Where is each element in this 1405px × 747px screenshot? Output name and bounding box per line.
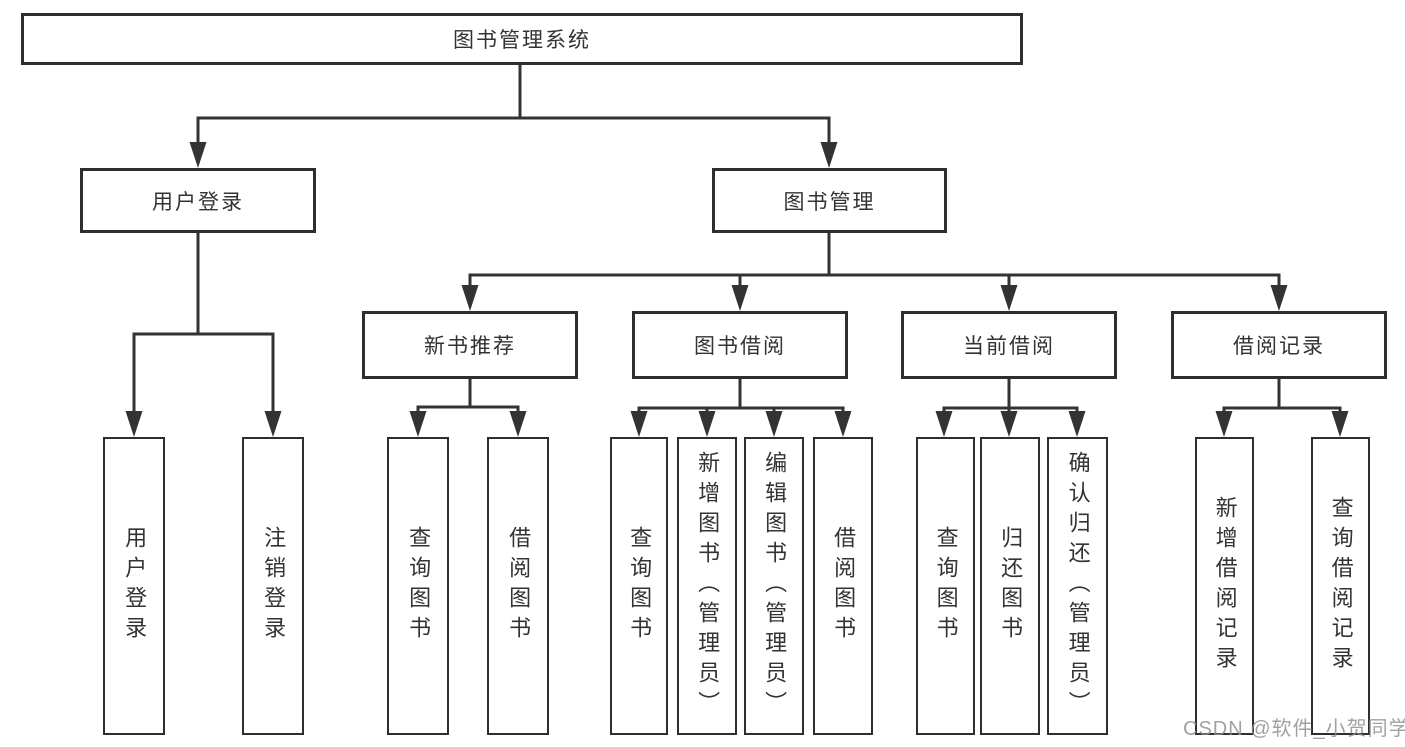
node-book-borrowing: 图书借阅 bbox=[632, 311, 848, 379]
node-label-user-login: 用户登录 bbox=[152, 190, 244, 214]
node-label-leaf-query-borrow-record: 查询借阅记录 bbox=[1328, 496, 1354, 676]
node-current-borrowing: 当前借阅 bbox=[901, 311, 1117, 379]
node-label-root: 图书管理系统 bbox=[453, 29, 591, 52]
arrowhead-icon bbox=[935, 411, 953, 437]
arrowhead-icon bbox=[189, 142, 207, 168]
arrowhead-icon bbox=[409, 411, 427, 437]
arrowhead-icon bbox=[1331, 411, 1349, 437]
arrowhead-icon bbox=[731, 285, 749, 311]
node-leaf-borrow-books-borrowing: 借阅图书 bbox=[813, 437, 873, 735]
arrowhead-icon bbox=[630, 411, 648, 437]
node-label-leaf-borrow-books-recommend: 借阅图书 bbox=[506, 526, 532, 646]
node-label-book-borrowing: 图书借阅 bbox=[694, 335, 786, 358]
node-new-book-recommend: 新书推荐 bbox=[362, 311, 578, 379]
node-label-leaf-add-borrow-record: 新增借阅记录 bbox=[1212, 496, 1238, 676]
node-leaf-query-books-current: 查询图书 bbox=[916, 437, 975, 735]
node-label-borrowing-records: 借阅记录 bbox=[1233, 335, 1325, 358]
node-label-new-book-recommend: 新书推荐 bbox=[424, 335, 516, 358]
arrowhead-icon bbox=[1270, 285, 1288, 311]
arrowhead-icon bbox=[1068, 411, 1086, 437]
node-label-leaf-logout-login: 注销登录 bbox=[261, 526, 287, 646]
arrowhead-icon bbox=[1215, 411, 1233, 437]
node-leaf-query-borrow-record: 查询借阅记录 bbox=[1311, 437, 1370, 735]
arrowhead-icon bbox=[264, 411, 282, 437]
node-borrowing-records: 借阅记录 bbox=[1171, 311, 1387, 379]
arrowhead-icon bbox=[834, 411, 852, 437]
node-leaf-return-books: 归还图书 bbox=[980, 437, 1040, 735]
arrowhead-icon bbox=[125, 411, 143, 437]
node-label-leaf-query-books-borrowing: 查询图书 bbox=[627, 526, 653, 646]
node-label-current-borrowing: 当前借阅 bbox=[963, 335, 1055, 358]
node-leaf-query-books-recommend: 查询图书 bbox=[387, 437, 449, 735]
arrowhead-icon bbox=[1000, 411, 1018, 437]
node-label-leaf-user-login: 用户登录 bbox=[122, 526, 148, 646]
node-label-leaf-return-books: 归还图书 bbox=[998, 526, 1024, 646]
arrowhead-icon bbox=[509, 411, 527, 437]
arrowhead-icon bbox=[820, 142, 838, 168]
node-label-leaf-query-books-recommend: 查询图书 bbox=[406, 526, 432, 646]
arrowhead-icon bbox=[461, 285, 479, 311]
watermark: CSDN @软件_小贺同学 bbox=[1183, 718, 1405, 740]
node-label-leaf-edit-books-admin: 编辑图书（管理员） bbox=[762, 451, 788, 721]
node-leaf-edit-books-admin: 编辑图书（管理员） bbox=[744, 437, 804, 735]
node-label-leaf-borrow-books-borrowing: 借阅图书 bbox=[831, 526, 857, 646]
node-book-management: 图书管理 bbox=[712, 168, 947, 233]
node-leaf-user-login: 用户登录 bbox=[103, 437, 165, 735]
arrowhead-icon bbox=[1000, 285, 1018, 311]
arrowhead-icon bbox=[765, 411, 783, 437]
node-leaf-query-books-borrowing: 查询图书 bbox=[610, 437, 668, 735]
node-label-leaf-confirm-return-admin: 确认归还（管理员） bbox=[1065, 451, 1091, 721]
node-leaf-confirm-return-admin: 确认归还（管理员） bbox=[1047, 437, 1108, 735]
arrowhead-icon bbox=[698, 411, 716, 437]
node-leaf-add-borrow-record: 新增借阅记录 bbox=[1195, 437, 1254, 735]
node-user-login: 用户登录 bbox=[80, 168, 316, 233]
node-leaf-logout-login: 注销登录 bbox=[242, 437, 304, 735]
node-label-book-management: 图书管理 bbox=[783, 190, 876, 214]
node-leaf-add-books-admin: 新增图书（管理员） bbox=[677, 437, 737, 735]
node-leaf-borrow-books-recommend: 借阅图书 bbox=[487, 437, 549, 735]
node-label-leaf-query-books-current: 查询图书 bbox=[933, 526, 959, 646]
node-label-leaf-add-books-admin: 新增图书（管理员） bbox=[695, 451, 721, 721]
node-root: 图书管理系统 bbox=[21, 13, 1023, 65]
